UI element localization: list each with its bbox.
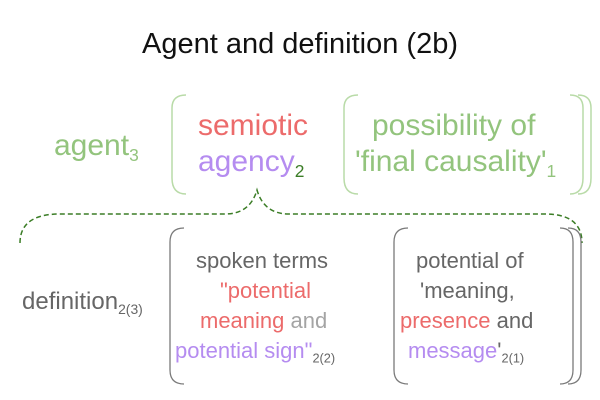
message-label: message'2(1) [408, 338, 525, 366]
meaning-quote-label: 'meaning, [420, 278, 515, 303]
final-causality-label: 'final causality'1 [355, 145, 557, 182]
spoken-terms-bracket-left [169, 227, 185, 385]
potential-of-bracket-right-outer [567, 227, 582, 385]
potential-quote-label: "potential [220, 278, 311, 303]
presence-and-label: presence and [400, 308, 534, 333]
definition-curly-brace [19, 187, 583, 244]
potential-sign-label: potential sign"2(2) [175, 338, 336, 366]
causality-bracket-right [569, 94, 584, 195]
definition-label: definition2(3) [22, 288, 143, 317]
agency-bracket-left [171, 94, 187, 195]
causality-bracket-right-outer [577, 94, 592, 195]
meaning-and-label: meaning and [200, 308, 328, 333]
diagram-title: Agent and definition (2b) [142, 28, 458, 60]
agent-label: agent3 [54, 129, 139, 166]
possibility-of-label: possibility of [372, 109, 536, 142]
spoken-terms-label: spoken terms [196, 248, 329, 273]
semiotic-label: semiotic [198, 109, 309, 142]
potential-of-bracket-left [393, 227, 409, 385]
potential-of-bracket-right [559, 227, 574, 385]
agency-label: agency2 [198, 145, 305, 182]
causality-bracket-left [343, 94, 359, 195]
potential-of-label: potential of [416, 248, 524, 273]
